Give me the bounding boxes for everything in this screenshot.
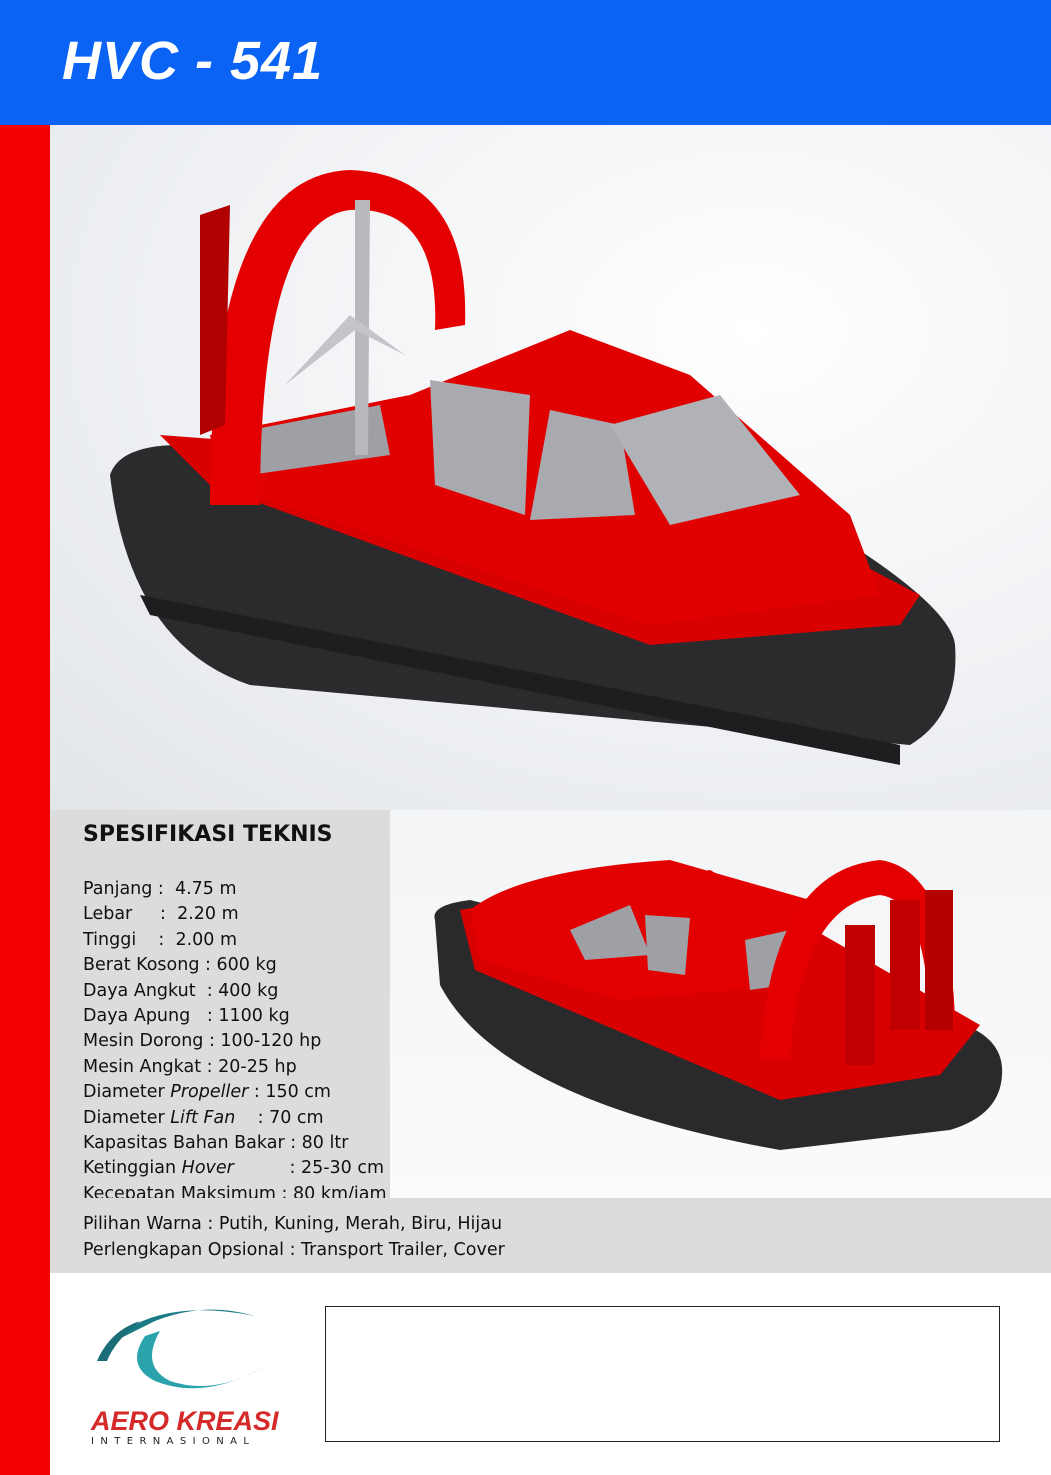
spec-italic: Propeller	[170, 1082, 249, 1103]
spec-row: Perlengkapan Opsional : Transport Traile…	[83, 1237, 505, 1263]
spec-label: Pilihan Warna :	[83, 1214, 219, 1234]
spec-label: Daya Apung :	[83, 1006, 219, 1027]
aero-kreasi-logo-icon	[97, 1309, 265, 1389]
spec-label: Mesin Angkat :	[83, 1056, 219, 1077]
spec-value: 25-30 cm	[300, 1158, 385, 1179]
page-title: HVC - 541	[62, 31, 324, 91]
spec-sep: :	[233, 1158, 301, 1179]
spec-value: 70 cm	[269, 1107, 324, 1128]
spec-row: Lebar : 2.20 m	[83, 902, 387, 927]
spec-value: Transport Trailer, Cover	[301, 1240, 505, 1260]
spec-row: Diameter Propeller : 150 cm	[83, 1080, 387, 1105]
spec-value: 150 cm	[265, 1082, 331, 1103]
spec-value: 2.20 m	[177, 904, 239, 925]
spec-row: Diameter Lift Fan : 70 cm	[83, 1106, 387, 1131]
spec-label: Ketinggian	[83, 1158, 182, 1179]
spec-sep: :	[248, 1082, 266, 1103]
spec-label: Mesin Dorong :	[83, 1031, 221, 1052]
spec-row: Panjang : 4.75 m	[83, 877, 387, 902]
logo-brand-name: AERO KREASI	[91, 1406, 279, 1436]
spec-row: Ketinggian Hover : 25-30 cm	[83, 1156, 387, 1181]
spec-label: Diameter	[83, 1107, 171, 1128]
spec-value: 80 ltr	[301, 1133, 349, 1154]
spec-row: Daya Angkut : 400 kg	[83, 979, 387, 1004]
spec-row: Daya Apung : 1100 kg	[83, 1004, 387, 1029]
spec-value: Putih, Kuning, Merah, Biru, Hijau	[218, 1214, 503, 1234]
spec-label: Berat Kosong :	[83, 955, 217, 976]
logo-brand-sub: INTERNASIONAL	[91, 1436, 256, 1447]
spec-label: Kapasitas Bahan Bakar :	[83, 1133, 302, 1154]
spec-value: 2.00 m	[175, 929, 238, 950]
side-accent-bar	[0, 125, 50, 1475]
empty-info-box	[325, 1306, 1000, 1442]
hovercraft-render-rear	[390, 810, 1051, 1198]
options-list: Pilihan Warna : Putih, Kuning, Merah, Bi…	[83, 1211, 505, 1263]
spec-label: Tinggi :	[83, 929, 176, 950]
header-bar: HVC - 541	[0, 0, 1051, 125]
spec-row: Mesin Angkat : 20-25 hp	[83, 1055, 387, 1080]
spec-italic: Hover	[181, 1158, 234, 1179]
spec-value: 4.75 m	[174, 879, 237, 899]
spec-row: Mesin Dorong : 100-120 hp	[83, 1029, 387, 1054]
spec-label: Perlengkapan Opsional :	[83, 1240, 302, 1260]
spec-value: 20-25 hp	[218, 1056, 297, 1077]
spec-value: 600 kg	[216, 955, 277, 976]
spec-value: 400 kg	[218, 980, 279, 1001]
spec-row: Pilihan Warna : Putih, Kuning, Merah, Bi…	[83, 1211, 505, 1237]
spec-label: Lebar :	[83, 904, 178, 925]
options-band: Pilihan Warna : Putih, Kuning, Merah, Bi…	[50, 1198, 1051, 1273]
spec-row: Tinggi : 2.00 m	[83, 928, 387, 953]
spec-label: Panjang :	[83, 879, 175, 899]
spec-sep: :	[235, 1107, 270, 1128]
spec-label: Daya Angkut :	[83, 980, 219, 1001]
spec-heading: SPESIFIKASI TEKNIS	[83, 822, 333, 847]
spec-value: 100-120 hp	[220, 1031, 322, 1052]
spec-italic: Lift Fan	[170, 1107, 236, 1128]
spec-value: 1100 kg	[218, 1006, 290, 1027]
spec-row: Berat Kosong : 600 kg	[83, 953, 387, 978]
hovercraft-render-front	[50, 125, 1051, 810]
spec-label: Diameter	[83, 1082, 171, 1103]
spec-row: Kapasitas Bahan Bakar : 80 ltr	[83, 1131, 387, 1156]
